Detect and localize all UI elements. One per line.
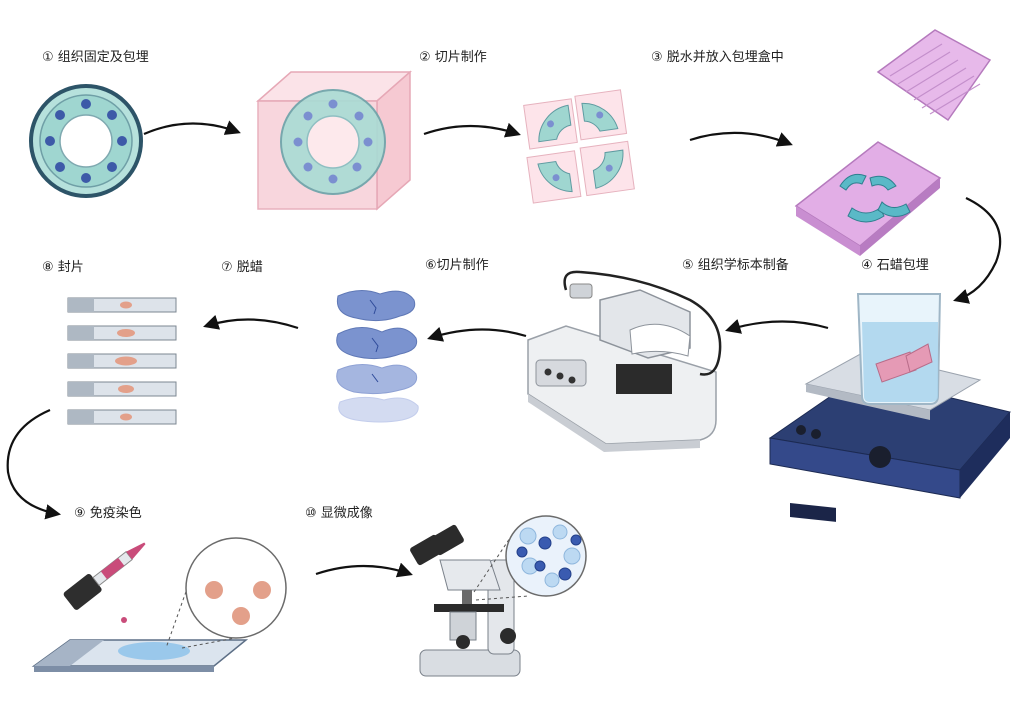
step-2-label: ② 切片制作 [419, 50, 487, 65]
embedding-cube-icon [256, 70, 412, 211]
cut-sections-icon [523, 89, 635, 204]
paraffin-sections-icon [336, 290, 419, 423]
step-9-label: ⑨ 免疫染色 [74, 506, 142, 521]
step-8-label: ⑧ 封片 [42, 260, 84, 275]
step-6-label: ⑥切片制作 [425, 258, 489, 273]
flow-arrows [6, 120, 1002, 578]
glass-slides-icon [67, 297, 177, 425]
step-10-label: ⑩ 显微成像 [305, 506, 373, 521]
tissue-ring-icon [29, 84, 143, 198]
microscope-icon [410, 515, 587, 677]
beaker-hotplate-icon [768, 293, 1011, 522]
step-3-label: ③ 脱水并放入包埋盒中 [651, 50, 784, 65]
tissue-cassette-icon [794, 29, 992, 256]
step-5-label: ⑤ 组织学标本制备 [682, 258, 789, 273]
microtome-icon [527, 270, 722, 452]
step-4-label: ④ 石蜡包埋 [861, 258, 929, 273]
dropper-slide-icon [31, 537, 287, 672]
step-1-label: ① 组织固定及包埋 [42, 50, 149, 65]
step-7-label: ⑦ 脱蜡 [221, 260, 263, 275]
